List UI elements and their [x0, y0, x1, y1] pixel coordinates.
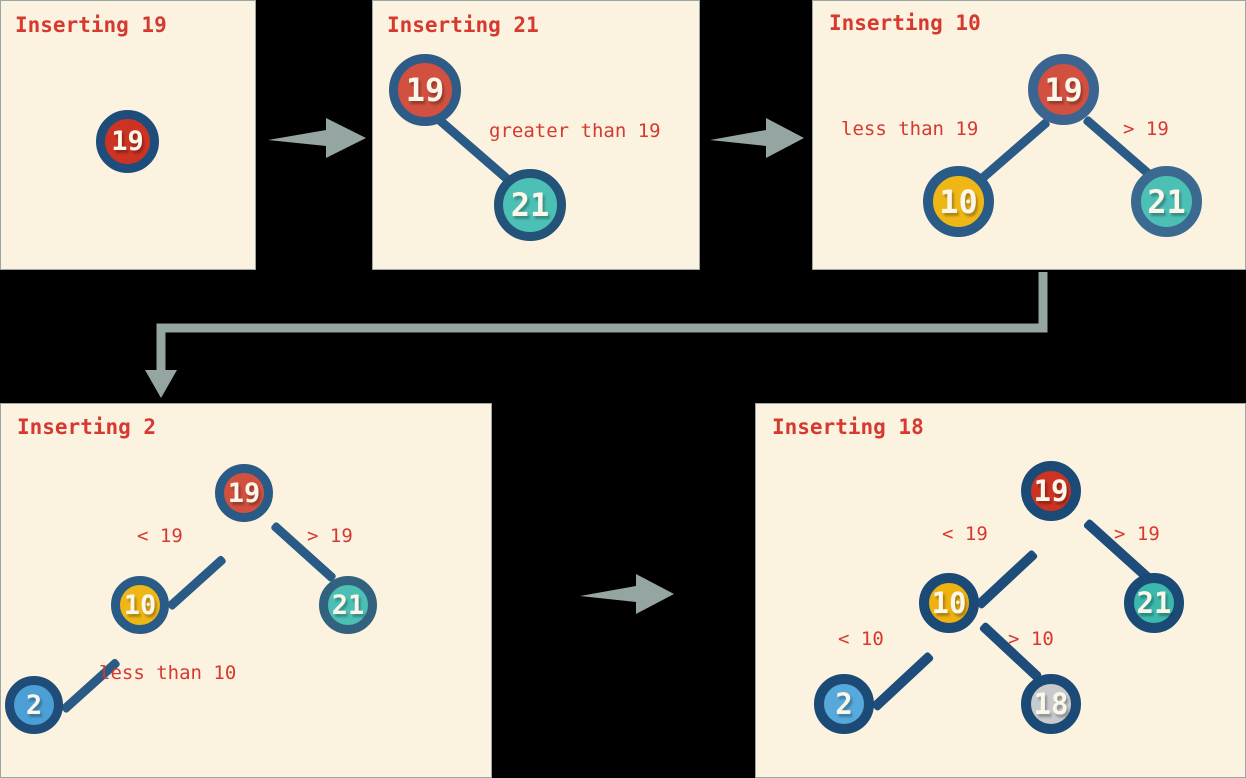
panel-inserting-19: Inserting 19 19 — [0, 0, 256, 270]
tree-edge-19-10 — [165, 554, 228, 611]
tree-node-19: 19 — [1021, 461, 1081, 521]
panel-title-inserting-19: Inserting 19 — [15, 13, 167, 37]
flow-connector-elbow-down-left — [140, 270, 1060, 404]
tree-edge-19-10 — [974, 549, 1039, 610]
tree-node-10: 10 — [111, 576, 169, 634]
panel-inserting-21: Inserting 21 19 21 greater than 19 — [372, 0, 700, 270]
tree-node-18: 18 — [1021, 674, 1081, 734]
tree-node-19: 19 — [215, 464, 273, 522]
tree-node-19: 19 — [389, 54, 461, 126]
panel-inserting-2: Inserting 2 19 10 21 2 < 19 > 19 less th… — [0, 403, 492, 778]
edge-label-greater-than-10: > 10 — [1008, 628, 1054, 650]
edge-label-less-than-10: < 10 — [838, 628, 884, 650]
edge-label-greater-than-19: > 19 — [1114, 523, 1160, 545]
tree-node-2: 2 — [5, 676, 63, 734]
edge-label-less-than-19: less than 19 — [841, 118, 979, 140]
panel-inserting-10: Inserting 10 19 10 21 less than 19 > 19 — [812, 0, 1246, 270]
edge-label-less-than-19: < 19 — [137, 525, 183, 547]
edge-label-greater-than-19: > 19 — [1123, 118, 1169, 140]
tree-node-21: 21 — [494, 169, 566, 241]
panel-title-inserting-2: Inserting 2 — [17, 415, 157, 439]
tree-edge-10-2 — [870, 651, 935, 712]
edge-label-less-than-19: < 19 — [942, 523, 988, 545]
flow-arrow-right-3 — [580, 568, 676, 620]
tree-node-21: 21 — [319, 576, 377, 634]
panel-inserting-18: Inserting 18 19 10 21 2 18 < 19 > 19 < 1… — [755, 403, 1246, 778]
tree-node-21: 21 — [1124, 573, 1184, 633]
edge-label-greater-than-19: > 19 — [307, 525, 353, 547]
tree-node-2: 2 — [814, 674, 874, 734]
panel-title-inserting-18: Inserting 18 — [772, 415, 924, 439]
flow-arrow-right-2 — [710, 112, 806, 164]
tree-node-21: 21 — [1131, 166, 1202, 237]
tree-node-10: 10 — [919, 573, 979, 633]
flow-arrow-right-1 — [268, 112, 368, 164]
tree-node-19: 19 — [1028, 54, 1099, 125]
tree-node-19: 19 — [96, 110, 159, 173]
panel-title-inserting-10: Inserting 10 — [829, 11, 981, 35]
panel-title-inserting-21: Inserting 21 — [387, 13, 539, 37]
tree-node-10: 10 — [923, 166, 994, 237]
edge-label-greater-than-19: greater than 19 — [489, 120, 661, 142]
edge-label-less-than-10: less than 10 — [99, 662, 237, 684]
